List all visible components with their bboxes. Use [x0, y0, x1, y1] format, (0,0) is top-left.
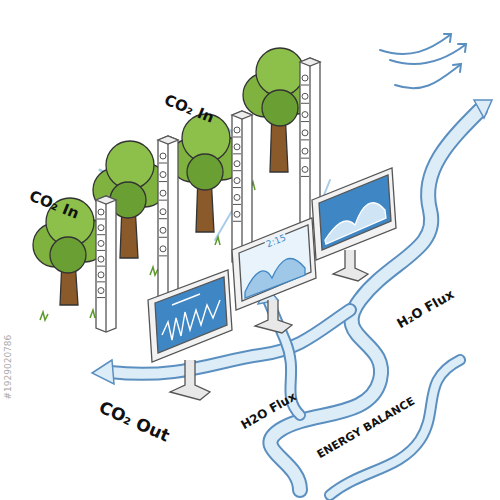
sensor-icon — [234, 144, 240, 150]
sensor-icon — [98, 240, 104, 246]
sensor-mark — [301, 103, 309, 104]
sensor-mark — [159, 237, 167, 238]
sensor-icon — [98, 272, 104, 278]
sensor-icon — [98, 209, 104, 215]
sensor-icon — [160, 172, 166, 178]
sensor-mark — [233, 187, 241, 188]
sensor-mark — [97, 297, 105, 298]
sensor-mark — [233, 170, 241, 171]
sensor-mark — [233, 153, 241, 154]
sensor-icon — [98, 225, 104, 231]
sensor-mark — [97, 234, 105, 235]
sensor-mark — [233, 137, 241, 138]
sensor-icon — [302, 112, 308, 118]
sensor-mark — [97, 219, 105, 220]
sensor-mark — [97, 281, 105, 282]
sensor-mark — [301, 139, 309, 140]
sensor-mark — [301, 176, 309, 177]
flux-label: H₂O Flux — [395, 287, 456, 330]
sensor-icon — [160, 209, 166, 215]
sensor-icon — [234, 194, 240, 200]
flux-label: CO₂ Out — [97, 399, 172, 445]
sensor-mark — [301, 158, 309, 159]
sensor-mark — [159, 200, 167, 201]
sensor-mark — [97, 266, 105, 267]
sensor-icon — [160, 153, 166, 159]
sensor-mark — [301, 85, 309, 86]
sensor-icon — [302, 166, 308, 172]
sensor-icon — [302, 148, 308, 154]
sensor-icon — [302, 93, 308, 99]
sensor-icon — [160, 246, 166, 252]
sensor-mark — [233, 204, 241, 205]
sensor-icon — [234, 161, 240, 167]
sensor-icon — [302, 75, 308, 81]
sensor-icon — [98, 256, 104, 262]
sensor-mark — [159, 163, 167, 164]
sensor-icon — [234, 127, 240, 133]
sensor-icon — [160, 190, 166, 196]
sensor-icon — [302, 130, 308, 136]
sensor-icon — [160, 227, 166, 233]
sensor-mark — [159, 181, 167, 182]
sensor-icon — [234, 178, 240, 184]
sensor-mark — [159, 255, 167, 256]
sensor-mark — [301, 121, 309, 122]
sensor-mark — [97, 250, 105, 251]
sensor-icon — [98, 288, 104, 294]
sensor-icon — [234, 211, 240, 217]
watermark: #1929020786 — [4, 335, 13, 400]
sensor-mark — [159, 218, 167, 219]
sensor-mark — [233, 221, 241, 222]
